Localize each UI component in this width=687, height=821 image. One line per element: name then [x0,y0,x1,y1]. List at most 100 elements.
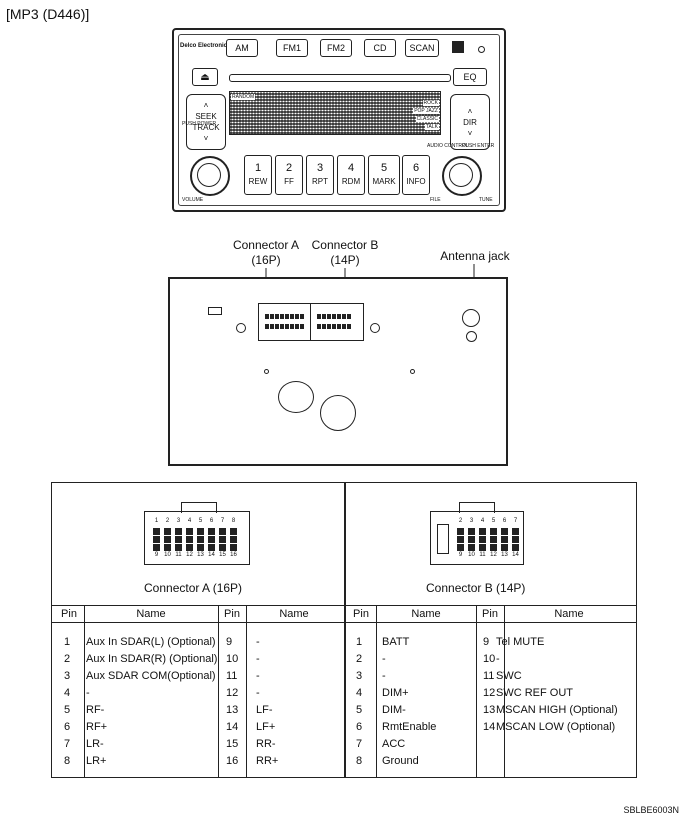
preset-number: 1 [254,162,262,174]
table-cell-name: Aux SDAR COM(Optional) [86,670,216,682]
eq-button[interactable]: EQ [453,68,487,86]
pin-number: 4 [187,518,192,524]
table-cell-pin: 8 [356,755,363,767]
track-label: TRACK [192,123,220,132]
table-cell-name: RmtEnable [382,721,437,733]
table-cell-pin: 3 [64,670,71,682]
table-cell-name: SWC REF OUT [496,687,573,699]
chevron-up-icon: ˄ [203,101,209,110]
callout-name: Connector A [232,238,300,252]
dir-rocker[interactable]: ˄ DIR ˅ [450,94,490,150]
push-power-label: PUSH POWER [182,121,217,127]
tune-knob[interactable] [442,156,482,196]
preset-4-button[interactable]: 4 RDM [337,155,365,195]
mount-hole [236,323,246,333]
connector-a-socket [258,303,314,341]
connector-latch [459,502,495,513]
table-cell-pin: 13 [226,704,239,716]
volume-knob[interactable] [190,156,230,196]
table-cell-pin: 15 [226,738,239,750]
fm1-button[interactable]: FM1 [276,39,308,57]
pin-number: 8 [231,518,236,524]
callout-pins: (14P) [330,253,360,267]
table-cell-name: - [256,687,260,699]
header-pin: Pin [482,608,498,620]
preset-1-button[interactable]: 1 REW [244,155,272,195]
table-cell-pin: 2 [64,653,71,665]
rear-port [278,381,314,413]
table-cell-pin: 9 [483,636,490,648]
push-enter-label: PUSH ENTER [462,143,495,149]
fm2-button[interactable]: FM2 [320,39,352,57]
table-cell-name: - [382,653,386,665]
rear-fan-port [320,395,356,431]
header-name: Name [411,608,441,620]
table-cell-pin: 2 [356,653,363,665]
preset-number: 6 [412,162,420,174]
connector-a-callout: Connector A (16P) [226,238,306,268]
pin-number: 7 [513,518,518,524]
column-line [504,605,505,777]
chevron-down-icon: ˅ [203,134,209,143]
pin-number: 11 [175,552,182,558]
table-cell-name: ACC [382,738,406,750]
column-line [218,605,219,777]
cd-button[interactable]: CD [364,39,396,57]
scan-button[interactable]: SCAN [405,39,439,57]
table-cell-pin: 12 [226,687,239,699]
table-cell-pin: 16 [226,755,239,767]
table-cell-pin: 10 [226,653,239,665]
preset-5-button[interactable]: 5 MARK [368,155,400,195]
seek-track-rocker[interactable]: ˄ SEEK TRACK ˅ [186,94,226,150]
connector-b-pins [457,528,522,551]
column-line [476,605,477,777]
page-title: [MP3 (D446)] [6,6,90,22]
column-line [376,605,377,777]
tune-label: TUNE [479,197,493,203]
column-line [246,605,247,777]
am-button[interactable]: AM [226,39,258,57]
pin-number: 6 [502,518,507,524]
display-right-line: POP JAZZ [413,108,439,114]
table-cell-pin: 10 [483,653,496,665]
eject-button[interactable]: ⏏ [192,68,218,86]
display-right-line: CLASSIC [415,116,439,122]
table-cell-name: MSCAN HIGH (Optional) [496,704,618,716]
radio-rear-panel [168,277,508,466]
table-cell-name: Tel MUTE [496,636,545,648]
table-cell-name: - [256,670,260,682]
table-cell-pin: 11 [226,670,238,682]
preset-number: 5 [380,162,388,174]
small-hole [264,369,269,374]
table-cell-pin: 5 [64,704,71,716]
table-cell-pin: 13 [483,704,496,716]
seek-label: SEEK [195,112,217,121]
preset-6-button[interactable]: 6 INFO [402,155,430,195]
pin-number: 13 [197,552,204,558]
preset-3-button[interactable]: 3 RPT [306,155,334,195]
header-pin: Pin [224,608,240,620]
callout-name: Connector B [311,238,379,252]
pin-number: 14 [208,552,215,558]
display-right-line: TALK [424,124,439,130]
label-tab [208,307,222,315]
table-cell-name: BATT [382,636,410,648]
preset-2-button[interactable]: 2 FF [275,155,303,195]
indicator-led [478,46,485,53]
brand-label: Delco Electronics [180,43,231,49]
table-cell-pin: 12 [483,687,496,699]
table-cell-pin: 3 [356,670,363,682]
header-name: Name [554,608,584,620]
column-line [84,605,85,777]
dir-label: DIR [463,117,477,127]
table-cell-pin: 4 [64,687,71,699]
header-pin: Pin [61,608,77,620]
preset-label: REW [248,177,268,186]
table-cell-name: - [382,670,386,682]
preset-label: INFO [406,177,426,186]
